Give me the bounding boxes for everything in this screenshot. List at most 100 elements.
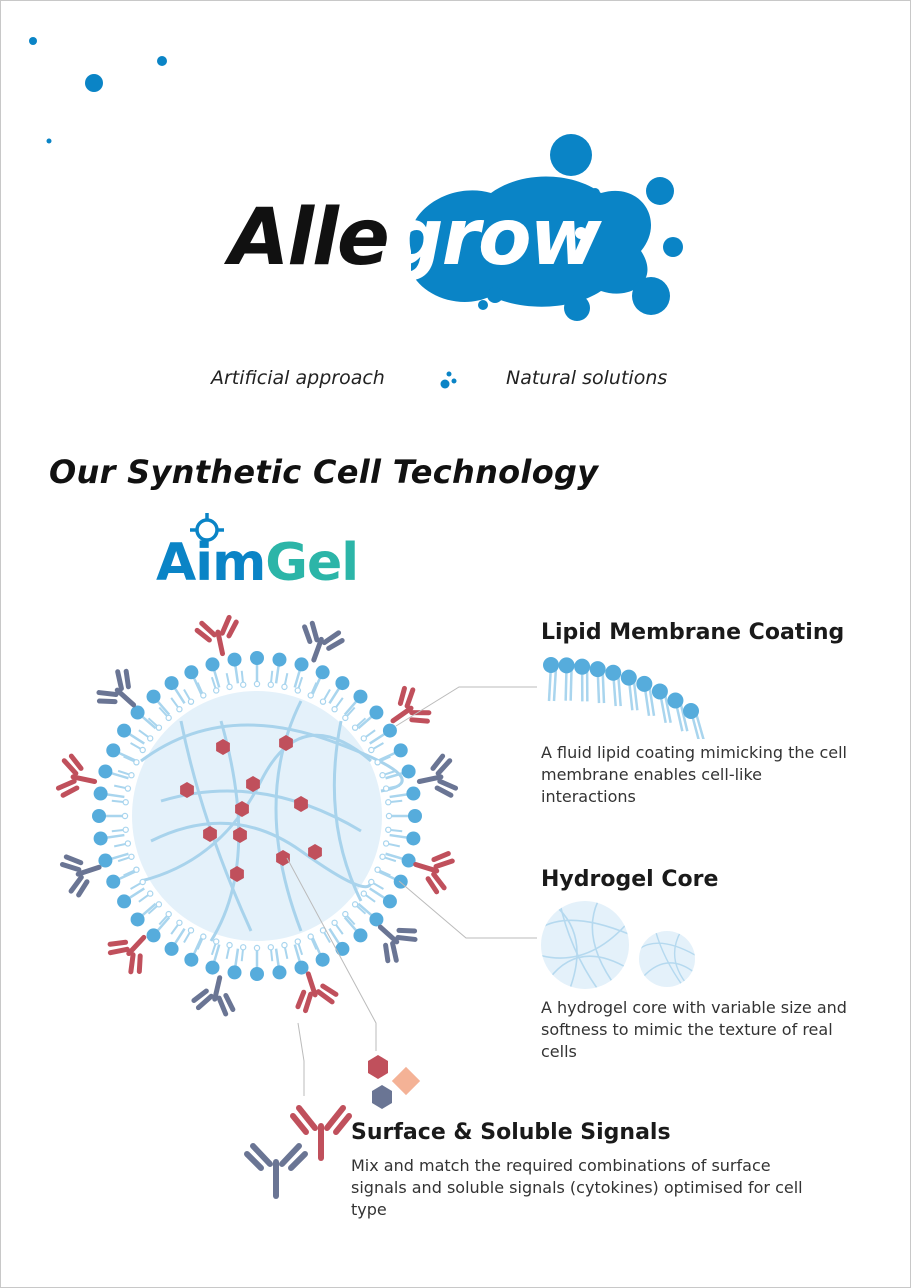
feature-title-signals: Surface & Soluble Signals xyxy=(351,1120,671,1145)
cytokine-hexagon xyxy=(279,735,293,751)
outer-lipid-head xyxy=(272,652,287,667)
surface-antibody xyxy=(194,614,239,657)
inner-lipid-head xyxy=(385,812,393,820)
outer-lipid-head xyxy=(146,928,161,943)
outer-lipid-head xyxy=(393,874,408,889)
inner-lipid-head xyxy=(331,706,338,713)
inner-lipid-head xyxy=(200,933,207,940)
bilayer-lipid-head xyxy=(651,683,668,700)
bilayer-lipid-head xyxy=(620,669,637,686)
antibody-icon xyxy=(244,1105,352,1199)
logo-text-grow: grow xyxy=(387,193,602,283)
inner-lipid-head xyxy=(122,799,129,806)
inner-lipid-head xyxy=(139,746,146,754)
inner-lipid-head xyxy=(139,878,146,886)
inner-lipid-head xyxy=(253,944,261,952)
inner-lipid-head xyxy=(385,826,392,833)
logo-text-alle: Alle xyxy=(229,193,390,283)
dots-separator-icon xyxy=(440,371,457,389)
cytokine-hexagon xyxy=(216,739,230,755)
outer-lipid-head xyxy=(146,689,161,704)
inner-lipid-head xyxy=(360,890,367,897)
bilayer-lipid-tail xyxy=(616,674,622,707)
cytokine-hexagon xyxy=(235,801,249,817)
inner-lipid-head xyxy=(342,910,349,918)
lipid-bilayer-icon xyxy=(543,657,705,739)
surface-antibody xyxy=(295,971,339,1014)
outer-lipid-head xyxy=(369,705,384,720)
bilayer-lipid-tail xyxy=(552,666,558,702)
surface-antibody xyxy=(107,934,147,975)
aimgel-text-aim: Aim xyxy=(156,533,266,593)
feature-desc-membrane: A fluid lipid coating mimicking the cell… xyxy=(541,743,847,806)
bilayer-lipid-tail xyxy=(694,712,705,739)
gel-strand xyxy=(209,720,241,942)
bilayer-lipid-tail xyxy=(663,693,672,724)
outer-lipid-head xyxy=(130,705,145,720)
inner-lipid-head xyxy=(360,735,367,742)
cytokine-hexagon xyxy=(294,796,308,812)
inner-lipid-head xyxy=(213,938,220,945)
outer-lipid-head xyxy=(353,928,368,943)
outer-lipid-head xyxy=(98,764,113,779)
logo-splash-icon xyxy=(409,134,683,321)
surface-antibody xyxy=(191,975,236,1017)
outer-lipid-head xyxy=(401,764,416,779)
inner-lipid-head xyxy=(124,785,132,792)
aimgel-logo: AimGel xyxy=(156,513,376,593)
outer-lipid-head xyxy=(382,894,397,909)
inner-lipid-head xyxy=(281,683,288,691)
cytokine-hexagon xyxy=(230,866,244,882)
inner-lipid-head xyxy=(294,938,301,945)
cytokine-hexagons-icon xyxy=(368,1055,421,1109)
inner-lipid-head xyxy=(226,683,233,691)
bilayer-lipid-head xyxy=(605,664,622,681)
cytokine-hexagon xyxy=(203,826,217,842)
bilayer-lipid-head xyxy=(667,692,684,709)
outer-lipid-head xyxy=(335,941,350,956)
feature-desc-hydrogel: A hydrogel core with variable size and s… xyxy=(541,998,847,1061)
outer-lipid-head xyxy=(184,952,199,967)
cytokine-hexagon xyxy=(180,782,194,798)
inner-lipid-head xyxy=(368,878,375,886)
inner-lipid-head xyxy=(124,840,132,847)
outer-lipid-head xyxy=(164,676,179,691)
inner-lipid-head xyxy=(331,919,338,926)
inner-lipid-head xyxy=(128,853,135,860)
outer-lipid-head xyxy=(408,809,422,823)
inner-lipid-head xyxy=(226,941,233,949)
surface-antibody xyxy=(413,851,455,895)
inner-lipid-head xyxy=(155,724,163,731)
bilayer-lipid-head xyxy=(558,657,575,674)
bilayer-lipid-head xyxy=(543,657,559,673)
outer-lipid-head xyxy=(98,853,113,868)
inner-lipid-head xyxy=(379,772,386,779)
decorative-dots xyxy=(29,37,167,144)
cytokine-hexagon xyxy=(233,827,247,843)
surface-antibody xyxy=(96,668,137,708)
outer-lipid-head xyxy=(250,651,264,665)
surface-antibody xyxy=(302,620,345,663)
bilayer-lipid-tail xyxy=(679,702,689,732)
gel-strand xyxy=(140,723,404,793)
inner-lipid-head xyxy=(382,785,390,792)
synthetic-cell-diagram xyxy=(55,614,459,1017)
bilayer-lipid-tail xyxy=(569,667,573,701)
outer-lipid-head xyxy=(227,965,242,980)
outer-lipid-head xyxy=(130,912,145,927)
bilayer-lipid-tail xyxy=(601,671,606,704)
tagline-right: Natural solutions xyxy=(506,367,668,389)
inner-lipid-head xyxy=(267,944,274,951)
outer-lipid-head xyxy=(382,723,397,738)
outer-lipid-head xyxy=(353,689,368,704)
inner-lipid-head xyxy=(165,910,172,918)
bilayer-lipid-tail xyxy=(632,679,639,711)
outer-lipid-head xyxy=(117,723,132,738)
outer-lipid-head xyxy=(369,912,384,927)
inner-lipid-head xyxy=(187,698,195,705)
inner-lipid-head xyxy=(176,706,183,713)
bilayer-lipid-tail xyxy=(648,685,656,717)
inner-lipid-head xyxy=(319,927,327,934)
outer-lipid-head xyxy=(106,743,121,758)
